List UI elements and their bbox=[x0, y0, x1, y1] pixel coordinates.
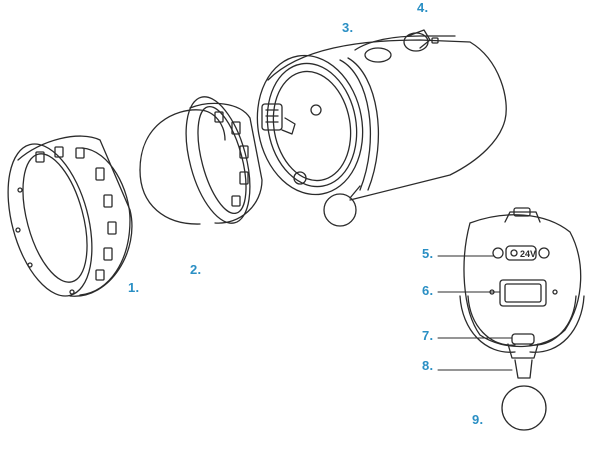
callout-7: 7. bbox=[422, 328, 433, 343]
port-voltage-text: 24V bbox=[520, 249, 536, 259]
callout-8: 8. bbox=[422, 358, 433, 373]
callout-4: 4. bbox=[417, 0, 428, 15]
leader-lines bbox=[438, 256, 512, 370]
rear-view: 24V bbox=[460, 208, 584, 430]
callout-9: 9. bbox=[472, 412, 483, 427]
callout-1: 1. bbox=[128, 280, 139, 295]
front-ring bbox=[0, 135, 132, 305]
callout-3: 3. bbox=[342, 20, 353, 35]
callout-2: 2. bbox=[190, 262, 201, 277]
callout-5: 5. bbox=[422, 246, 433, 261]
dome-port bbox=[140, 90, 262, 230]
callout-6: 6. bbox=[422, 283, 433, 298]
light-body bbox=[247, 30, 507, 226]
